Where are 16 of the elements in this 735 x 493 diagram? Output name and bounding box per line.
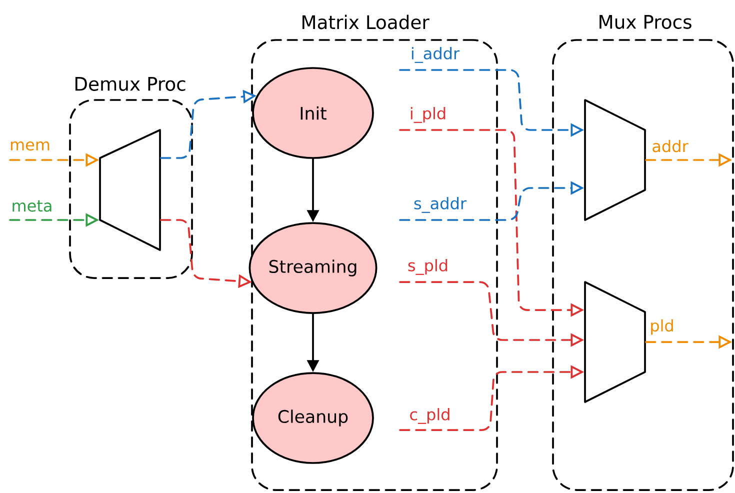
demultiplexer-symbol [99,129,161,251]
edge-label: addr [650,138,690,154]
edge-label: s_pld [406,258,450,276]
edge-label: i_pld [408,106,448,124]
group-box: Demux Proc [69,77,193,279]
node-label: Mux Procs [600,15,692,29]
edge-label: meta [10,198,54,214]
edge-label: s_addr [412,196,468,214]
edge-label: mem [8,140,52,152]
edge-label: pld [648,318,676,336]
multiplexer-symbol [584,281,646,403]
node-label: Demux Proc [75,77,186,91]
edge-label: c_pld [408,406,452,426]
multiplexer-symbol [584,99,646,221]
node-label: Matrix Loader [302,14,430,30]
edge-label: i_addr [409,46,461,64]
